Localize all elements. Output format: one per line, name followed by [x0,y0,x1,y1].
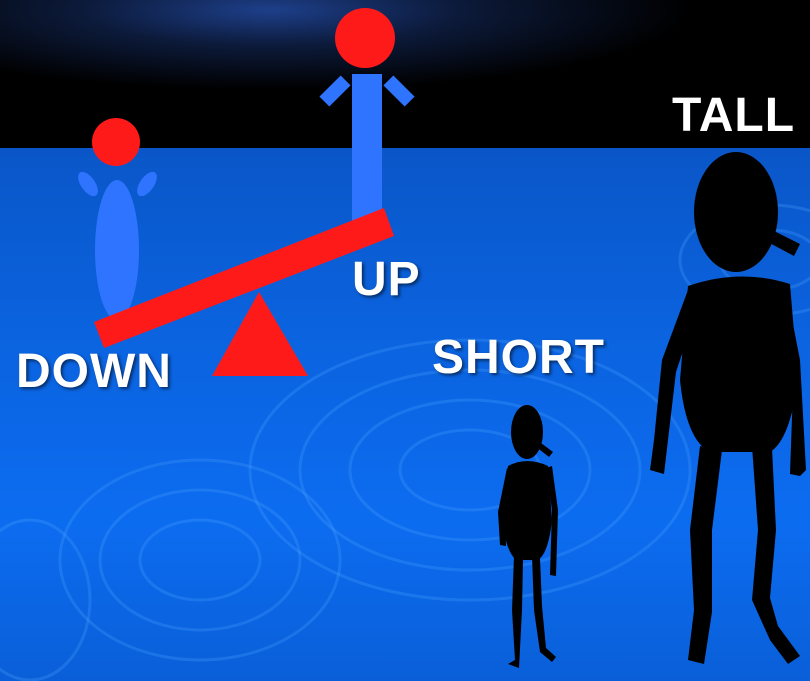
label-up: UP [352,256,421,304]
person-up-icon [319,8,414,224]
label-tall: TALL [672,92,795,140]
short-silhouette-icon [498,405,558,668]
person-down-icon [74,118,161,320]
label-down: DOWN [16,348,172,396]
label-short: SHORT [432,334,605,382]
tall-silhouette-icon [650,152,806,664]
